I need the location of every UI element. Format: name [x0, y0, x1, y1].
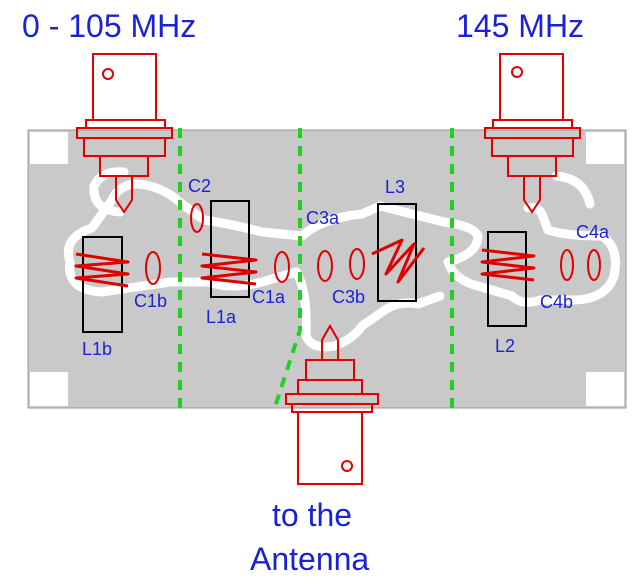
- l1b-coil: [74, 252, 130, 288]
- l3-coil: [371, 238, 426, 284]
- bnc-connector-low-band: [76, 53, 173, 214]
- c1a-label: C1a: [252, 287, 286, 307]
- c4a-label: C4a: [576, 222, 610, 242]
- l1a-coil: [200, 252, 258, 286]
- mounting-pads: [30, 132, 624, 406]
- c3b-label: C3b: [332, 287, 365, 307]
- freq-high-label: 145 MHz: [456, 8, 584, 44]
- c4b-label: C4b: [540, 292, 573, 312]
- c4b-cap: [560, 249, 574, 281]
- c1b-cap: [145, 251, 161, 285]
- section-dividers: [178, 128, 454, 411]
- bnc-connector-antenna: [285, 323, 379, 485]
- c3b-cap-left: [317, 250, 333, 282]
- c1b-label: C1b: [134, 291, 167, 311]
- coil-windings: [74, 238, 536, 288]
- bnc-connector-high-band: [484, 53, 581, 214]
- l3-label: L3: [385, 177, 405, 197]
- capacitors: [145, 203, 601, 285]
- freq-low-label: 0 - 105 MHz: [22, 8, 196, 44]
- c2-cap: [190, 203, 204, 233]
- to-the-label: to the: [272, 497, 352, 533]
- c4a-cap: [587, 249, 601, 281]
- trace-isolation: [63, 167, 620, 352]
- c2-label: C2: [188, 176, 211, 196]
- l2-coil: [480, 248, 536, 282]
- l1b-label: L1b: [82, 339, 112, 359]
- c3b-cap-right: [349, 248, 365, 280]
- c1a-cap: [274, 251, 290, 283]
- antenna-label: Antenna: [250, 541, 369, 577]
- l1a-body: [210, 200, 250, 298]
- l2-label: L2: [495, 336, 515, 356]
- c3a-label: C3a: [306, 208, 340, 228]
- l1a-label: L1a: [206, 307, 237, 327]
